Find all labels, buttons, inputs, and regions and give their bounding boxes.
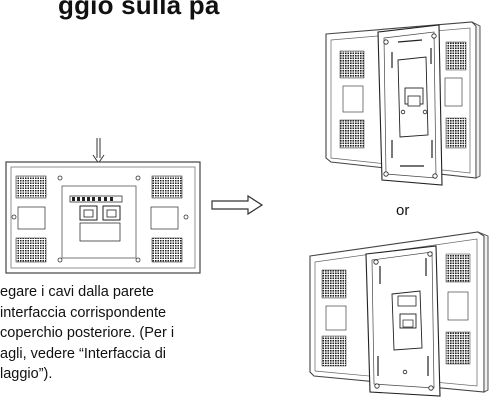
or-label: or <box>396 202 410 219</box>
arrow-right-icon <box>211 194 264 216</box>
page-title: ggio sulla pa <box>58 0 220 20</box>
instruction-text: egare i cavi dalla parete interfaccia co… <box>0 284 175 382</box>
